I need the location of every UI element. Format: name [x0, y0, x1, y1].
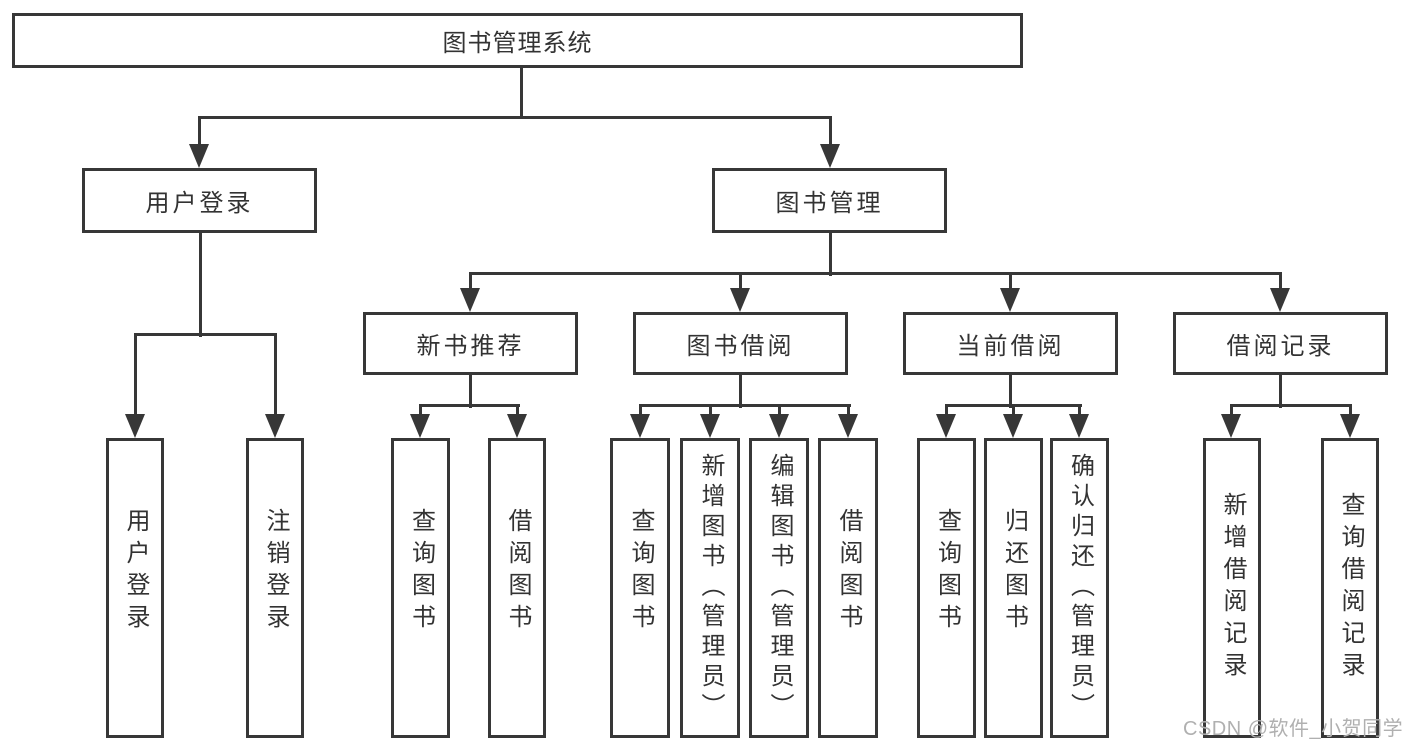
arrow-down-icon [410, 405, 430, 438]
branch-box-user-login: 用户登录 [82, 168, 317, 233]
connector-newbooks-stem [469, 373, 472, 408]
root-box: 图书管理系统 [12, 13, 1023, 68]
connector-root-splitter [198, 116, 832, 119]
root-label: 图书管理系统 [442, 30, 593, 57]
branch-box-book-borrowing: 图书借阅 [633, 312, 848, 375]
leaf-box-borrow-books: 借阅图书 [488, 438, 546, 738]
leaf-label: 查询图书 [627, 508, 654, 636]
arrow-down-icon [1003, 405, 1023, 438]
branch-label: 图书管理 [775, 190, 884, 217]
leaf-label: 编辑图书（管理员） [766, 453, 793, 723]
leaf-box-query-books: 查询图书 [391, 438, 450, 738]
connector-borrow-splitter [639, 404, 851, 407]
arrow-down-icon [125, 334, 145, 438]
branch-box-current-borrowing: 当前借阅 [903, 312, 1118, 375]
branch-box-book-management: 图书管理 [712, 168, 947, 233]
arrow-down-icon [1069, 405, 1089, 438]
connector-userlogin-stem [199, 231, 202, 337]
leaf-box-query-books: 查询图书 [917, 438, 976, 738]
connector-borrow-stem [739, 373, 742, 408]
arrow-down-icon [1340, 405, 1360, 438]
connector-records-splitter [1230, 404, 1352, 407]
arrow-down-icon [189, 117, 209, 168]
arrow-down-icon [730, 273, 750, 312]
leaf-box-return-books: 归还图书 [984, 438, 1043, 738]
arrow-down-icon [700, 405, 720, 438]
leaf-box-add-books-admin: 新增图书（管理员） [680, 438, 740, 738]
leaf-label: 借阅图书 [835, 508, 862, 636]
leaf-box-add-borrow-record: 新增借阅记录 [1203, 438, 1261, 738]
leaf-label: 新增借阅记录 [1219, 492, 1246, 684]
arrow-down-icon [769, 405, 789, 438]
connector-userlogin-splitter [134, 333, 277, 336]
branch-box-borrowing-records: 借阅记录 [1173, 312, 1388, 375]
arrow-down-icon [265, 334, 285, 438]
leaf-box-user-login: 用户登录 [106, 438, 164, 738]
connector-records-stem [1279, 373, 1282, 408]
leaf-label: 归还图书 [1000, 508, 1028, 636]
leaf-box-edit-books-admin: 编辑图书（管理员） [749, 438, 809, 738]
branch-box-new-book-recommend: 新书推荐 [363, 312, 578, 375]
branch-label: 当前借阅 [956, 333, 1065, 360]
branch-label: 用户登录 [145, 190, 254, 217]
leaf-box-query-borrow-record: 查询借阅记录 [1321, 438, 1379, 738]
branch-label: 新书推荐 [416, 333, 525, 360]
connector-newbooks-splitter [419, 404, 520, 407]
arrow-down-icon [630, 405, 650, 438]
connector-root-stem [520, 66, 523, 119]
leaf-box-confirm-return-admin: 确认归还（管理员） [1050, 438, 1109, 738]
arrow-down-icon [838, 405, 858, 438]
leaf-box-logout: 注销登录 [246, 438, 304, 738]
leaf-box-query-books: 查询图书 [610, 438, 670, 738]
branch-label: 借阅记录 [1226, 333, 1335, 360]
leaf-label: 查询借阅记录 [1337, 492, 1364, 684]
branch-label: 图书借阅 [686, 333, 795, 360]
arrow-down-icon [1221, 405, 1241, 438]
connector-current-stem [1009, 373, 1012, 408]
arrow-down-icon [936, 405, 956, 438]
arrow-down-icon [820, 117, 840, 168]
leaf-box-borrow-books: 借阅图书 [818, 438, 878, 738]
leaf-label: 确认归还（管理员） [1066, 453, 1094, 723]
connector-bookmgmt-stem [829, 231, 832, 276]
leaf-label: 新增图书（管理员） [697, 453, 724, 723]
connector-bookmgmt-splitter [469, 272, 1282, 275]
arrow-down-icon [507, 405, 527, 438]
arrow-down-icon [1270, 273, 1290, 312]
leaf-label: 查询图书 [933, 508, 961, 636]
watermark: CSDN @软件_小贺同学 [1183, 718, 1404, 740]
leaf-label: 借阅图书 [504, 508, 531, 636]
arrow-down-icon [1000, 273, 1020, 312]
leaf-label: 查询图书 [407, 508, 435, 636]
leaf-label: 注销登录 [262, 508, 289, 636]
arrow-down-icon [460, 273, 480, 312]
leaf-label: 用户登录 [122, 508, 149, 636]
